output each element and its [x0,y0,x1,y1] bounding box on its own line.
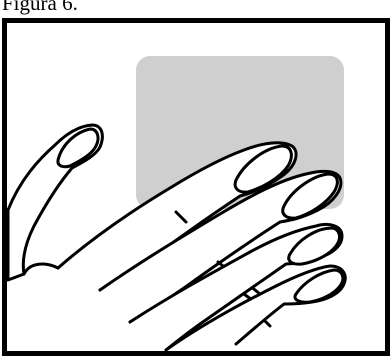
hand-touchpad-illustration [0,0,392,358]
